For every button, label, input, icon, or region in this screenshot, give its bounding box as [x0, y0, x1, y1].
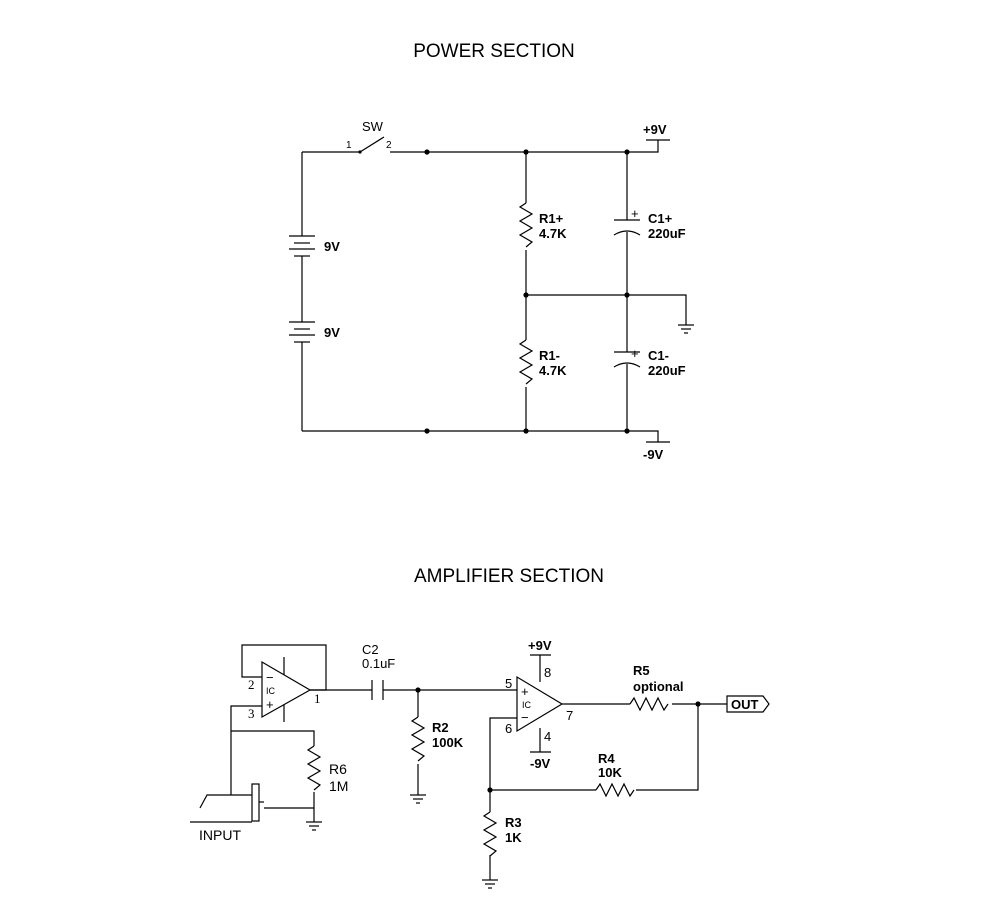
ic2-vpos-terminal: +9V — [528, 638, 552, 656]
c1-minus-polarity: + — [631, 346, 639, 361]
c1-minus-name: C1- — [648, 348, 669, 363]
power-section-title: POWER SECTION — [413, 41, 575, 62]
output-connector: OUT — [726, 695, 770, 713]
battery-top: 9V — [289, 235, 340, 257]
r1-minus-value: 4.7K — [539, 363, 567, 378]
amp-vneg-label: -9V — [530, 756, 551, 771]
r2-name: R2 — [432, 720, 449, 735]
power-vpos-label: +9V — [643, 122, 667, 137]
capacitor-c1-plus: + C1+ 220uF — [613, 206, 686, 241]
r1-minus-name: R1- — [539, 348, 560, 363]
resistor-r6: R6 1M — [306, 745, 348, 794]
r3-ground-symbol — [482, 879, 498, 889]
c2-value: 0.1uF — [362, 656, 395, 671]
r5-value: optional — [633, 679, 684, 694]
r1-plus-value: 4.7K — [539, 226, 567, 241]
ic1-pin-1: 1 — [314, 691, 321, 706]
c2-name: C2 — [362, 642, 379, 657]
c1-plus-name: C1+ — [648, 211, 673, 226]
r2-ground-symbol — [410, 794, 426, 804]
ic2-pin-4: 4 — [544, 729, 551, 744]
resistor-r2: R2 100K — [410, 716, 464, 762]
power-terminal-vpos: +9V — [643, 122, 670, 141]
switch-pin-2: 2 — [386, 140, 392, 151]
ic1-minus-sign: − — [266, 670, 274, 685]
amp-vpos-label: +9V — [528, 638, 552, 653]
switch-name: SW — [362, 119, 384, 134]
r1-plus-name: R1+ — [539, 211, 564, 226]
resistor-r5: R5 optional — [629, 663, 684, 712]
c1-minus-value: 220uF — [648, 363, 686, 378]
r4-name: R4 — [598, 751, 615, 766]
power-ground-symbol — [678, 324, 694, 334]
r3-value: 1K — [505, 830, 522, 845]
resistor-r3: R3 1K — [482, 811, 522, 857]
switch-pin-1: 1 — [346, 140, 352, 151]
ic2-pin-5: 5 — [505, 676, 512, 691]
opamp-ic1: IC − + 2 3 1 — [248, 657, 321, 722]
out-label: OUT — [731, 697, 759, 712]
r6-value: 1M — [329, 778, 348, 794]
ic1-pin-3: 3 — [248, 706, 255, 721]
power-switch: SW 1 2 — [346, 119, 392, 154]
capacitor-c2: C2 0.1uF — [362, 642, 395, 700]
power-wires — [301, 140, 687, 442]
ic1-plus-sign: + — [266, 697, 274, 712]
opamp-ic2: IC + − 5 6 7 8 4 — [505, 665, 573, 744]
battery-bottom-label: 9V — [324, 325, 340, 340]
r6-ground-symbol — [264, 807, 322, 831]
amp-junctions — [415, 687, 701, 793]
resistor-r1-minus: R1- 4.7K — [518, 339, 567, 385]
battery-bottom: 9V — [289, 321, 340, 343]
ic2-pin-8: 8 — [544, 665, 551, 680]
r4-value: 10K — [598, 765, 622, 780]
battery-top-label: 9V — [324, 239, 340, 254]
c1-plus-value: 220uF — [648, 226, 686, 241]
r6-name: R6 — [329, 761, 347, 777]
ic2-plus-sign: + — [521, 684, 529, 699]
amplifier-section-title: AMPLIFIER SECTION — [414, 566, 604, 587]
ic2-pin-6: 6 — [505, 721, 512, 736]
r5-name: R5 — [633, 663, 650, 678]
resistor-r4: R4 10K — [595, 751, 635, 798]
power-terminal-vneg: -9V — [643, 441, 670, 462]
resistor-r1-plus: R1+ 4.7K — [518, 202, 567, 248]
ic2-label: IC — [522, 700, 532, 710]
power-vneg-label: -9V — [643, 447, 664, 462]
ic2-vneg-terminal: -9V — [530, 751, 551, 771]
capacitor-c1-minus: + C1- 220uF — [613, 346, 686, 378]
c1-plus-polarity: + — [631, 206, 639, 221]
ic2-minus-sign: − — [521, 710, 529, 725]
power-junctions — [424, 149, 630, 434]
ic1-label: IC — [266, 686, 276, 696]
input-jack: INPUT — [190, 783, 264, 843]
ic1-pin-2: 2 — [248, 677, 255, 692]
input-label: INPUT — [199, 827, 241, 843]
r2-value: 100K — [432, 735, 464, 750]
ic2-pin-7: 7 — [566, 708, 573, 723]
r3-name: R3 — [505, 815, 522, 830]
